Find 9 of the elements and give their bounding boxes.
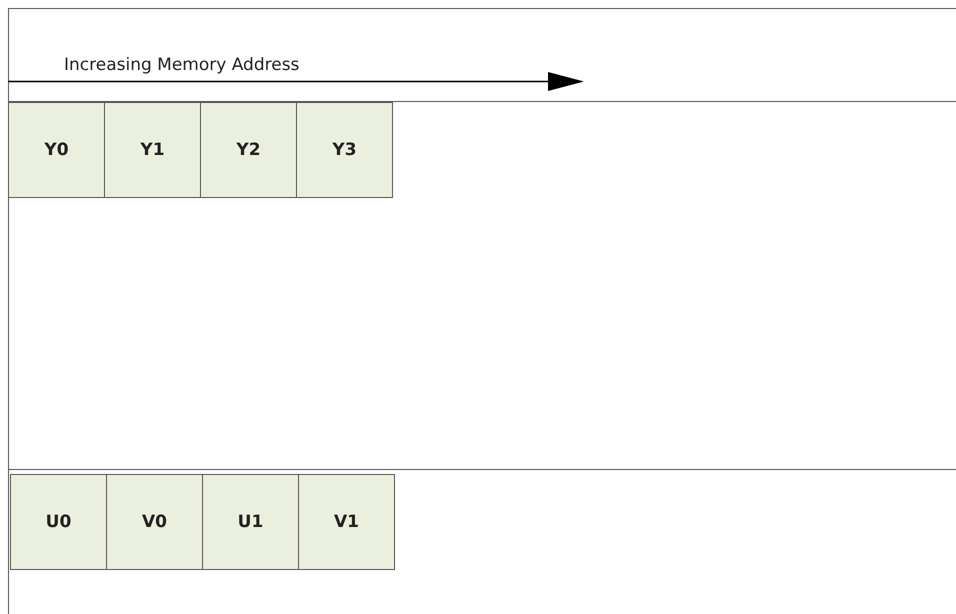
memory-cell: V1 xyxy=(298,474,395,570)
memory-cell: Y2 xyxy=(200,102,297,198)
memory-cell: Y1 xyxy=(104,102,201,198)
axis-label: Increasing Memory Address xyxy=(64,55,300,75)
memory-cell: U1 xyxy=(202,474,299,570)
memory-cell: U0 xyxy=(10,474,107,570)
memory-cell: Y0 xyxy=(8,102,105,198)
memory-cell: V0 xyxy=(106,474,203,570)
memory-cell: Y3 xyxy=(296,102,393,198)
